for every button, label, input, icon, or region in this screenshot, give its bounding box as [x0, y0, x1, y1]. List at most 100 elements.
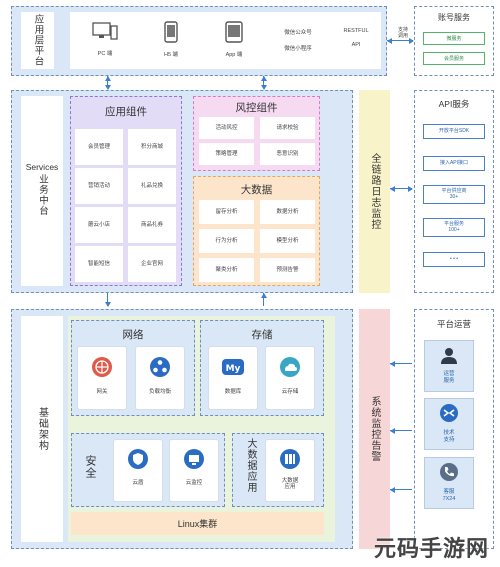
service-gift-exchange[interactable]: 礼品兑换 — [128, 168, 176, 204]
member-service-button[interactable]: 会员服务 — [423, 52, 485, 65]
arrow-top-right-head-up — [261, 76, 267, 81]
load-balance-icon — [150, 357, 170, 377]
api-sdk-button[interactable]: 开放平台SDK — [423, 124, 485, 139]
api-services-button[interactable]: 平台服务 100+ — [423, 218, 485, 237]
client-app[interactable]: App 端 — [208, 16, 260, 64]
service-points-mall[interactable]: 积分商城 — [128, 129, 176, 165]
system-monitor-bar: 系统监控告警 — [359, 309, 390, 549]
database-icon: My — [222, 359, 244, 375]
security-monitor[interactable]: 云监控 — [170, 440, 218, 501]
support-label: 支持 调用 — [397, 27, 408, 39]
service-member-mgmt[interactable]: 会员管理 — [75, 129, 123, 165]
micro-service-button[interactable]: 微服务 — [423, 32, 485, 45]
client-wechat[interactable]: 微信公众号 微信小程序 — [271, 16, 325, 64]
arrow-top-right — [263, 76, 265, 87]
arrow-top-left-head-up — [105, 76, 111, 81]
arrow-top-right-head-down — [261, 85, 267, 90]
ops-arrow-2-head — [390, 427, 395, 434]
api-arrow — [390, 188, 412, 190]
service-shop[interactable]: 蘑云小店 — [75, 207, 123, 243]
monitor-icon — [92, 22, 118, 40]
network-gateway[interactable]: 网关 — [78, 347, 126, 409]
risk-malicious[interactable]: 恶意识别 — [260, 143, 315, 165]
analysis-data[interactable]: 数据分析 — [260, 200, 315, 224]
security-shield-label: 云盾 — [132, 480, 144, 486]
client-app-label: App 端 — [225, 52, 243, 58]
client-h5-label: H5 端 — [163, 52, 179, 58]
tablet-icon — [225, 21, 243, 43]
api-service-title: API服务 — [438, 99, 470, 109]
ops-arrow-3-head — [390, 486, 395, 493]
client-wechat-label-2: 微信小程序 — [284, 46, 312, 52]
ops-customer-card[interactable]: 客服 7X24 — [424, 457, 474, 509]
support-arrow-head-left — [387, 37, 392, 44]
ops-service-card[interactable]: 运营 服务 — [424, 340, 474, 392]
arrow-mid-right — [263, 293, 265, 306]
risk-request-check[interactable]: 请求校验 — [260, 117, 315, 139]
analysis-behavior[interactable]: 行为分析 — [199, 229, 254, 253]
storage-title: 存储 — [251, 329, 273, 341]
risk-strategy[interactable]: 策略管理 — [199, 143, 254, 165]
security-title: 安全 — [84, 455, 96, 479]
watermark-label: 元码手游网 — [373, 537, 489, 562]
user-icon — [441, 348, 457, 364]
big-data-app-tile[interactable]: 大数据 应用 — [266, 440, 314, 501]
client-pc-label: PC 端 — [97, 51, 113, 57]
system-monitor-label: 系统监控告警 — [369, 396, 380, 462]
risk-activity[interactable]: 活动风控 — [199, 117, 254, 139]
monitor-chart-icon — [184, 449, 204, 469]
big-data-app-title: 大数据应用 — [245, 438, 256, 493]
linux-cluster-label: Linux集群 — [177, 519, 218, 529]
client-restful[interactable]: RESTFUL API — [333, 16, 379, 64]
analysis-cluster[interactable]: 聚类分析 — [199, 258, 254, 282]
support-arrow-head-right — [409, 37, 414, 44]
analysis-model[interactable]: 模型分析 — [260, 229, 315, 253]
ops-arrow-2 — [390, 430, 412, 432]
security-monitor-label: 云监控 — [185, 480, 203, 486]
service-goods-coupon[interactable]: 商品礼券 — [128, 207, 176, 243]
big-data-title: 大数据 — [240, 184, 273, 196]
api-more-button[interactable]: • • • — [423, 252, 485, 267]
cloud-storage-icon — [280, 357, 300, 377]
client-h5[interactable]: H5 端 — [147, 16, 195, 64]
network-load-balance[interactable]: 负载均衡 — [136, 347, 184, 409]
phone-call-icon — [440, 463, 458, 481]
app-platform-label: 应用层平台 — [32, 14, 44, 67]
services-label-en: Services — [25, 162, 59, 172]
analysis-retention[interactable]: 留存分析 — [199, 200, 254, 224]
trace-monitor-label: 全链路日志监控 — [369, 153, 380, 230]
storage-cloud-label: 云存储 — [281, 389, 299, 395]
base-label: 基础架构 — [36, 407, 48, 451]
arrow-mid-right-head — [261, 293, 267, 298]
tech-support-icon — [440, 404, 458, 422]
api-providers-button[interactable]: 平台供应商 30+ — [423, 185, 485, 204]
support-arrow — [387, 40, 413, 42]
app-components-title: 应用组件 — [105, 106, 147, 118]
service-website[interactable]: 企业官网 — [128, 246, 176, 282]
shield-icon — [128, 449, 148, 469]
service-sms[interactable]: 智能短信 — [75, 246, 123, 282]
security-shield[interactable]: 云盾 — [114, 440, 162, 501]
ops-customer-label: 客服 7X24 — [442, 489, 456, 502]
platform-ops-title: 平台运营 — [436, 319, 471, 329]
service-marketing[interactable]: 营销活动 — [75, 168, 123, 204]
api-arrow-head-right — [408, 185, 413, 192]
arrow-mid-left-head — [105, 302, 111, 307]
arrow-top-left — [107, 76, 109, 87]
ops-tech-card[interactable]: 技术 支持 — [424, 398, 474, 450]
trace-monitor-bar: 全链路日志监控 — [359, 90, 390, 293]
client-restful-label-1: RESTFUL — [343, 28, 369, 34]
storage-database[interactable]: My 数据库 — [209, 347, 257, 409]
risk-components-title: 风控组件 — [235, 102, 278, 114]
arrow-top-left-head-down — [105, 85, 111, 90]
ops-tech-label: 技术 支持 — [443, 430, 455, 443]
ops-arrow-1-head — [390, 360, 395, 367]
base-label-box: 基础架构 — [21, 316, 63, 542]
api-arrow-head-left — [390, 185, 395, 192]
client-pc[interactable]: PC 端 — [81, 16, 129, 64]
storage-cloud[interactable]: 云存储 — [266, 347, 314, 409]
analysis-predict[interactable]: 预测告警 — [260, 258, 315, 282]
network-title: 网络 — [122, 329, 144, 341]
api-interface-button[interactable]: 接入API接口 — [423, 156, 485, 171]
client-restful-label-2: API — [351, 42, 361, 48]
